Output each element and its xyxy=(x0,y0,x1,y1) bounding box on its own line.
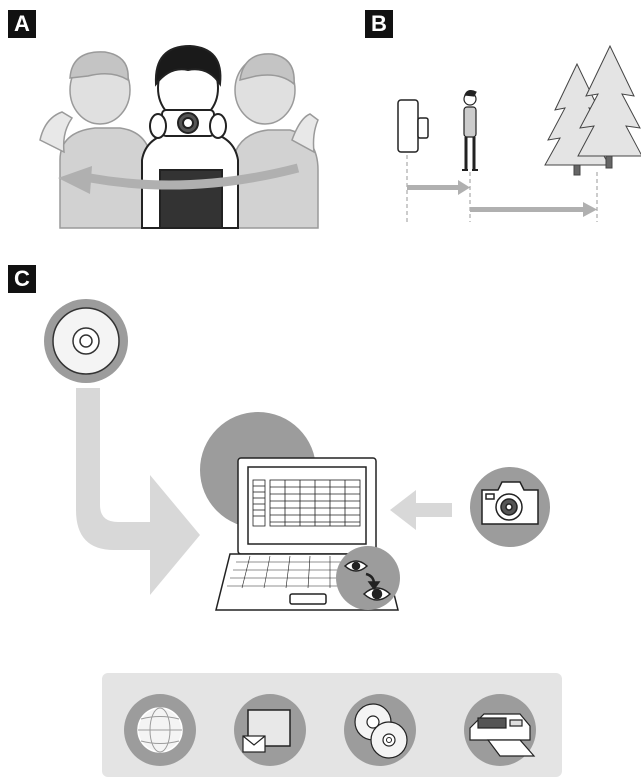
panel-c xyxy=(44,299,550,610)
standing-person-icon xyxy=(462,91,478,170)
photographer-icon xyxy=(142,46,238,228)
eye-icon xyxy=(336,546,400,610)
install-arrow-icon xyxy=(76,388,200,595)
email-photo-icon xyxy=(234,694,306,766)
dvd-discs-icon xyxy=(344,694,416,766)
camera-side-icon xyxy=(398,100,428,152)
photo-printer-icon xyxy=(464,694,536,766)
distance-arrow-icon xyxy=(407,180,597,217)
panel-a xyxy=(40,46,318,228)
camera-icon xyxy=(470,467,550,547)
globe-icon xyxy=(124,694,196,766)
person-side-icon xyxy=(40,52,152,228)
output-options-panel xyxy=(102,673,562,777)
panel-b xyxy=(398,46,641,222)
pine-trees-icon xyxy=(545,46,641,175)
transfer-arrow-icon xyxy=(390,490,452,530)
cd-rom-icon xyxy=(44,299,128,383)
person-side-icon xyxy=(232,54,318,228)
